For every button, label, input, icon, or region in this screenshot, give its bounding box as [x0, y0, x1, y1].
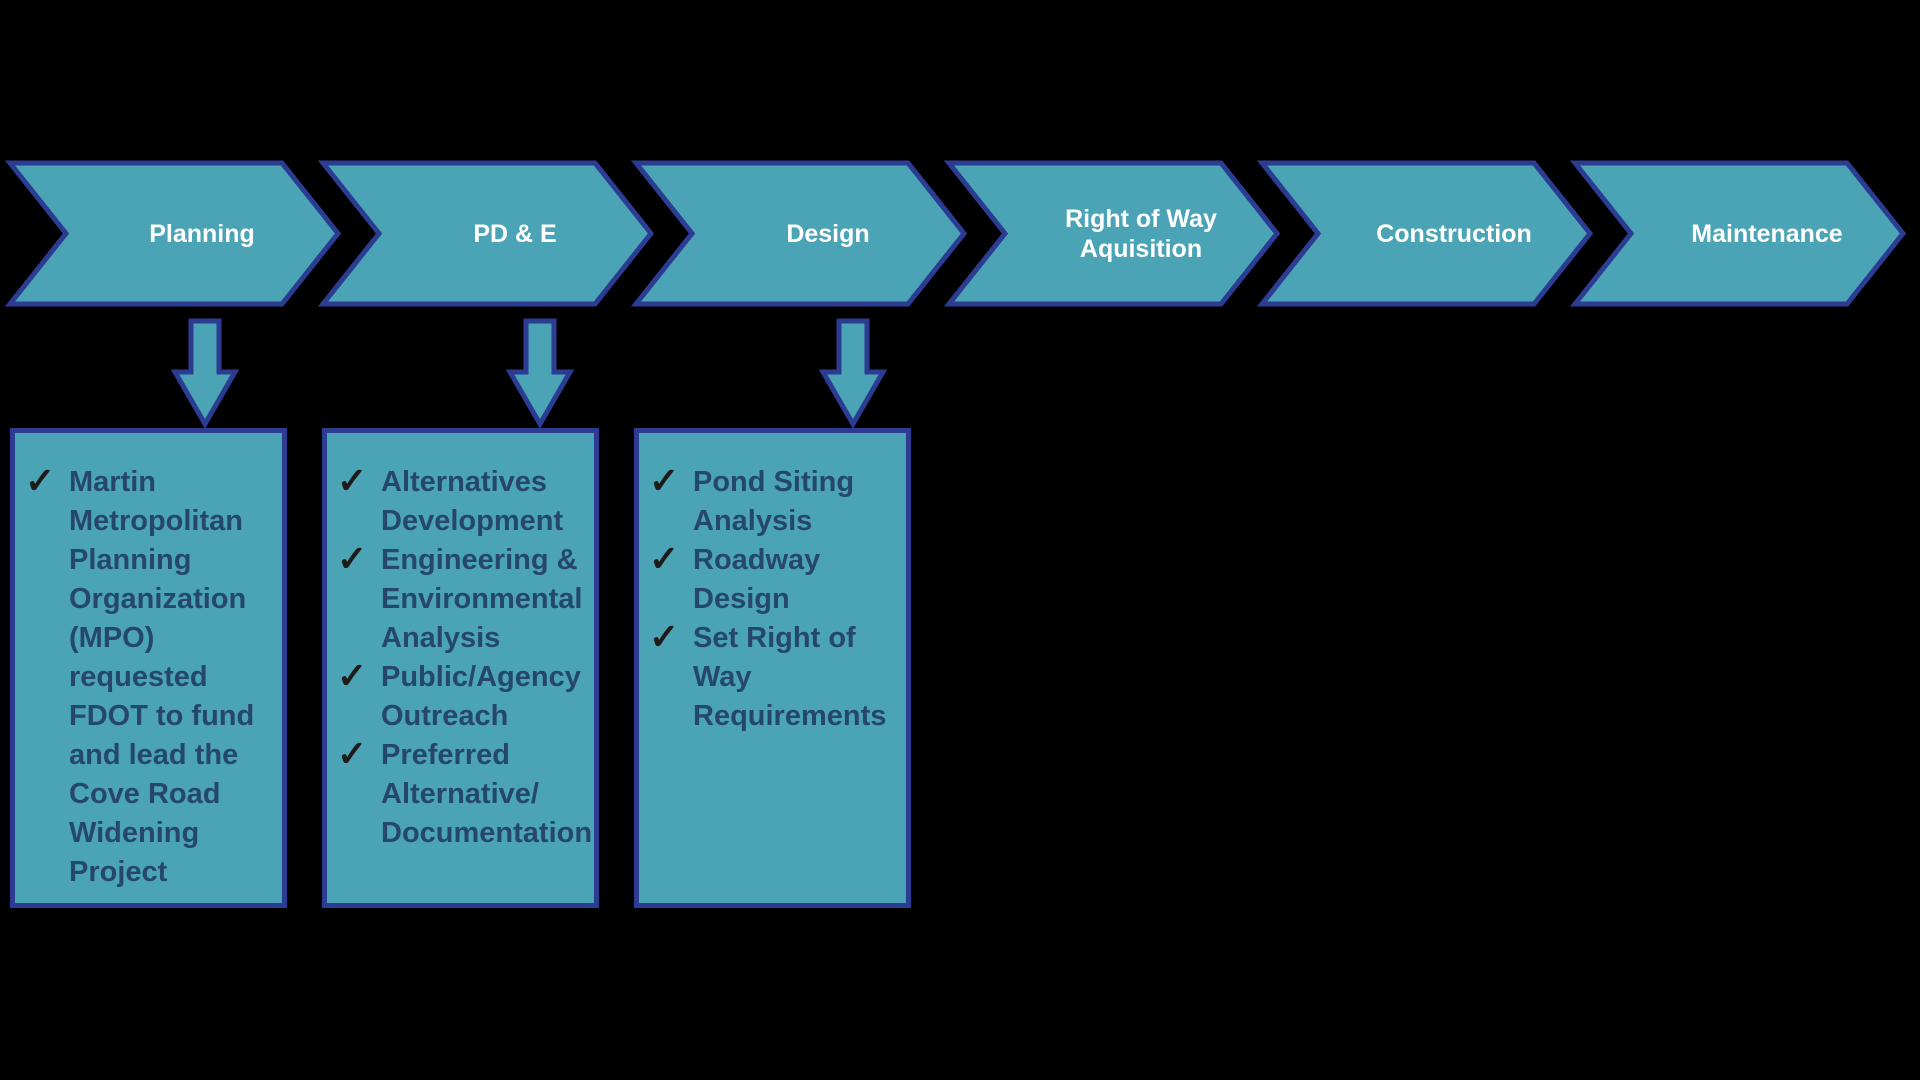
checklist-item-text: Martin Metropolitan Planning Organizatio…: [69, 466, 255, 888]
down-arrow-icon-pd-and-e: [505, 318, 575, 430]
details-box-pd-and-e: ✓ Alternatives Development ✓ Engineering…: [322, 428, 599, 908]
check-icon: ✓: [337, 460, 368, 501]
details-box-planning: ✓ Martin Metropolitan Planning Organizat…: [10, 428, 287, 908]
chevron-planning: [4, 160, 342, 307]
checklist-item-text: Set Right of Way Requirements: [693, 622, 887, 732]
chevron-construction: [1256, 160, 1594, 307]
details-box-design: ✓ Pond Siting Analysis ✓ Roadway Design …: [634, 428, 911, 908]
checklist-item: ✓ Engineering & Environmental Analysis: [335, 538, 588, 658]
checklist-item: ✓ Preferred Alternative/ Documentation: [335, 733, 592, 853]
checklist-item-text: Roadway Design: [693, 544, 821, 615]
checklist-item: ✓ Martin Metropolitan Planning Organizat…: [23, 460, 276, 892]
check-icon: ✓: [649, 460, 680, 501]
checklist-item: ✓ Alternatives Development: [335, 460, 588, 541]
checklist-item: ✓ Public/Agency Outreach: [335, 655, 588, 736]
checklist-item: ✓ Set Right of Way Requirements: [647, 616, 900, 736]
checklist-item-text: Preferred Alternative/ Documentation: [381, 739, 593, 849]
down-arrow-icon-planning: [170, 318, 240, 430]
checklist-item: ✓ Roadway Design: [647, 538, 900, 619]
check-icon: ✓: [337, 733, 368, 774]
chevron-maintenance: [1569, 160, 1907, 307]
chevron-design: [630, 160, 968, 307]
checklist-item: ✓ Pond Siting Analysis: [647, 460, 900, 541]
check-icon: ✓: [337, 655, 368, 696]
check-icon: ✓: [25, 460, 56, 501]
check-icon: ✓: [649, 616, 680, 657]
down-arrow-icon-design: [818, 318, 888, 430]
checklist-item-text: Public/Agency Outreach: [381, 661, 581, 732]
check-icon: ✓: [337, 538, 368, 579]
checklist-item-text: Pond Siting Analysis: [693, 466, 855, 537]
checklist-item-text: Engineering & Environmental Analysis: [381, 544, 583, 654]
checklist-item-text: Alternatives Development: [381, 466, 564, 537]
chevron-pd-and-e: [317, 160, 655, 307]
check-icon: ✓: [649, 538, 680, 579]
chevron-right-of-way: [943, 160, 1281, 307]
